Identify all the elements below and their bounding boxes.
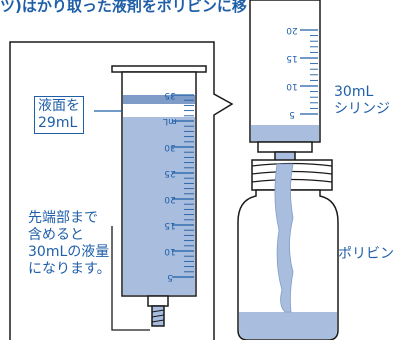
tip-thread [151, 309, 165, 313]
pour-stream [274, 163, 294, 313]
large-syringe-liquid [123, 117, 195, 295]
bottle-thread [251, 178, 333, 183]
large-scale-label: 5 [167, 272, 173, 282]
small-scale-label: 15 [286, 53, 297, 63]
large-scale-label: 35 [164, 90, 175, 100]
large-scale-label: 20 [164, 194, 176, 204]
bottle [237, 159, 339, 340]
zoom-frame [9, 41, 234, 340]
large-scale-ticks: 35 mL 30 25 20 15 10 5 [163, 90, 194, 282]
large-syringe-flange [111, 65, 207, 73]
bottle-thread [251, 162, 333, 167]
large-syringe-meniscus [123, 95, 195, 104]
bottle-liquid [239, 312, 337, 339]
large-scale-label: 30 [164, 142, 176, 152]
large-syringe: 35 mL 30 25 20 15 10 5 [111, 65, 207, 327]
small-scale-label: 5 [289, 109, 295, 119]
large-scale-label: mL [163, 116, 177, 126]
tip-bracket [111, 226, 150, 331]
large-scale-label: 15 [164, 220, 175, 230]
instruction-header: ツ)はかり取った液剤をポリビンに移します。 [0, 0, 306, 15]
small-syringe-tip-base [257, 141, 313, 153]
large-scale-label: 25 [164, 168, 175, 178]
tip-thread [151, 319, 165, 323]
tip-volume-note: 先端部まで 含めると 30mLの液量 になります。 [28, 210, 111, 277]
small-syringe: 20 15 10 5 [249, 0, 321, 165]
large-scale-label: 10 [164, 246, 176, 256]
large-syringe-tip-base [147, 295, 169, 307]
small-scale-label: 20 [286, 25, 298, 35]
liquid-surface-callout: 液面を 29mL [34, 96, 84, 134]
small-scale-ticks: 20 15 10 5 [286, 25, 318, 119]
small-syringe-liquid [251, 125, 319, 141]
small-syringe-barrel [249, 0, 321, 143]
bottle-label: ポリビン [338, 246, 394, 262]
syringe-label: 30mL シリンジ [334, 84, 390, 117]
tip-thread [151, 314, 165, 318]
small-scale-label: 10 [286, 81, 298, 91]
